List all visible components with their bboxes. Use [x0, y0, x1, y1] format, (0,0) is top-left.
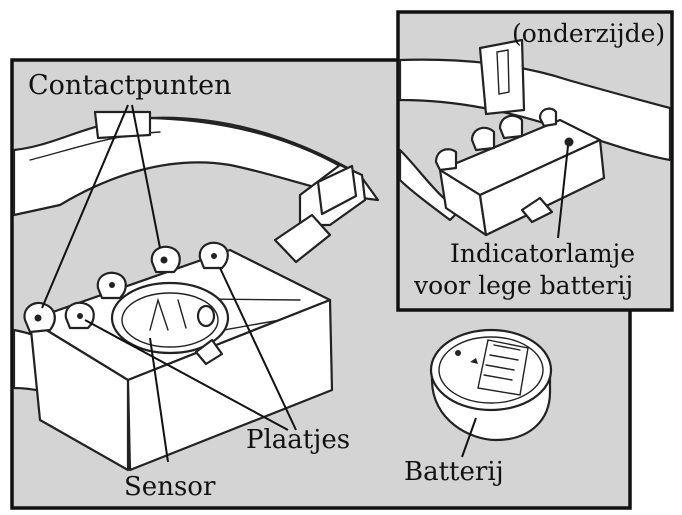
contact-points — [23, 241, 229, 334]
inset-collar-strap — [398, 38, 672, 222]
label-sensor: Sensor — [124, 472, 216, 502]
battery — [429, 328, 553, 442]
sensor-ring — [110, 281, 230, 366]
contact-point — [64, 301, 95, 330]
inset-panel: (onderzijde) Indicatorlamje voor lege ba… — [396, 10, 674, 312]
label-plaatjes: Plaatjes — [246, 425, 350, 455]
indicator-light — [564, 137, 574, 147]
callout-lines — [41, 104, 477, 463]
label-contactpunten: Contactpunten — [28, 70, 232, 101]
label-indicator-line1: Indicatorlamje — [450, 239, 635, 268]
collar-strap — [12, 110, 380, 402]
inset-receiver-box — [434, 107, 606, 237]
label-batterij: Batterij — [404, 457, 504, 487]
callout-indicator — [557, 145, 569, 239]
contact-point — [23, 301, 56, 334]
label-indicator-line2: voor lege batterij — [413, 271, 633, 300]
contact-point — [198, 241, 229, 270]
label-onderzijde: (onderzijde) — [512, 19, 665, 48]
contact-point — [150, 245, 181, 274]
contact-point — [96, 271, 127, 300]
